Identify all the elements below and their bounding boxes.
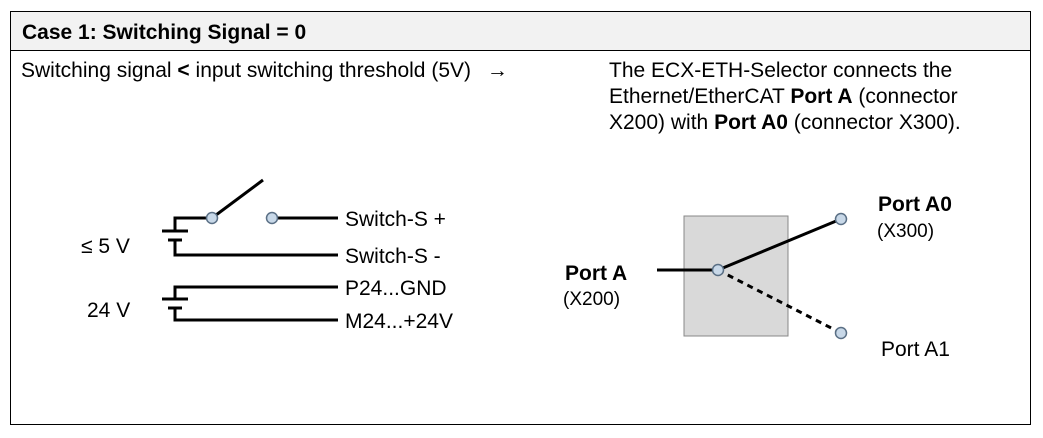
selector-lines (657, 217, 842, 335)
result-line-2: Ethernet/EtherCAT Port A (connector (609, 84, 958, 110)
condition-text: Switching signal < input switching thres… (21, 58, 508, 84)
result-port-a0: Port A0 (714, 111, 788, 134)
arrow-icon: → (486, 59, 508, 82)
result-port-a: Port A (790, 85, 853, 108)
port-a0-label: Port A0 (878, 193, 952, 216)
result-line-3-pre: X200) with (609, 111, 715, 134)
result-line-2-pre: Ethernet/EtherCAT (609, 85, 791, 108)
switch-node-left (205, 211, 219, 225)
condition-part1: Switching signal (21, 59, 178, 82)
voltage-24v-label: 24 V (87, 299, 130, 322)
port-a0-connector-label: (X300) (877, 221, 934, 242)
result-line-1: The ECX-ETH-Selector connects the (609, 59, 953, 82)
port-a1-label: Port A1 (881, 338, 950, 361)
port-a1-node (834, 326, 848, 340)
port-a-connector-label: (X200) (563, 289, 620, 310)
result-line-2-post: (connector (852, 85, 958, 108)
m24-label: M24...+24V (345, 310, 453, 333)
case-header: Case 1: Switching Signal = 0 (10, 11, 1031, 51)
supply-circuit (162, 285, 338, 322)
condition-part2: input switching threshold (5V) (189, 59, 471, 82)
case-title: Case 1: Switching Signal = 0 (22, 21, 307, 44)
result-line-3-post: (connector X300). (787, 111, 961, 134)
switch-minus-label: Switch-S - (345, 245, 441, 268)
result-line-3: X200) with Port A0 (connector X300). (609, 110, 961, 136)
p24-label: P24...GND (345, 277, 447, 300)
condition-lt: < (177, 59, 190, 82)
voltage-5v-label: ≤ 5 V (81, 235, 130, 258)
switch-plus-label: Switch-S + (345, 208, 446, 231)
selector-box (683, 215, 789, 337)
port-a0-node (834, 212, 848, 226)
selector-center-node (711, 263, 725, 277)
port-a-label: Port A (565, 262, 627, 285)
switch-node-right (265, 211, 279, 225)
switch-circuit (162, 178, 338, 257)
